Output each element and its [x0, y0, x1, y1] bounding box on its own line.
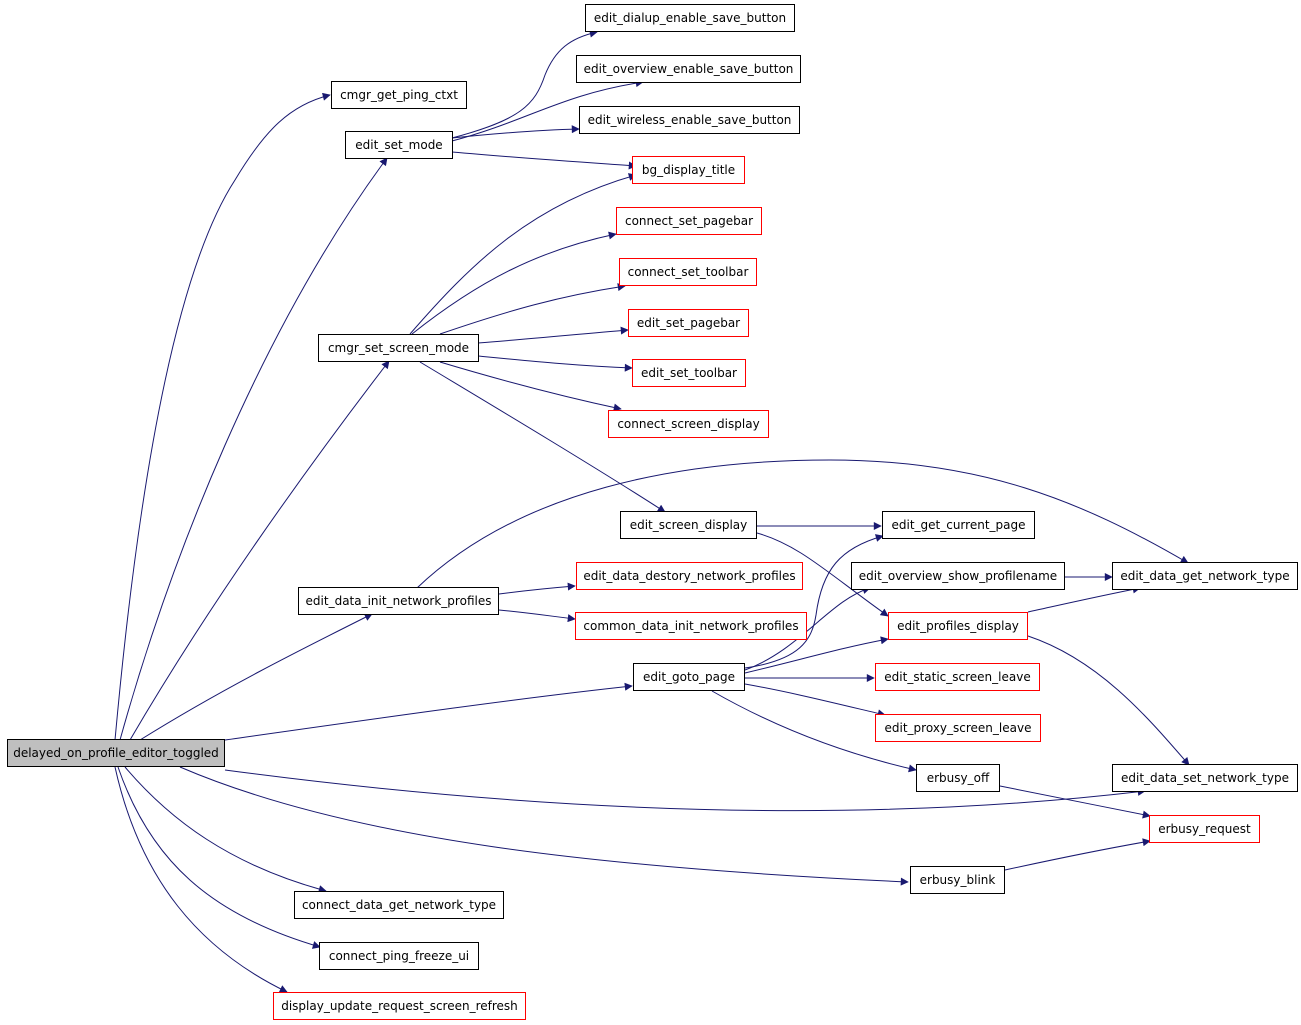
node-connect-data-get-network-type[interactable]: connect_data_get_network_type	[294, 891, 504, 919]
node-erbusy-request[interactable]: erbusy_request	[1149, 815, 1260, 843]
node-edit-screen-display[interactable]: edit_screen_display	[620, 511, 757, 539]
node-edit-goto-page[interactable]: edit_goto_page	[633, 663, 745, 691]
edge-profiles-display-to-get-network-type	[1027, 585, 1141, 613]
node-edit-data-set-network-type[interactable]: edit_data_set_network_type	[1112, 764, 1298, 792]
edge-root-to-edit-data-init	[139, 613, 373, 741]
edge-edit-set-mode-to-bg-display-title	[451, 151, 637, 170]
node-edit-overview-enable-save-button[interactable]: edit_overview_enable_save_button	[576, 55, 801, 83]
edge-profiles-display-to-set-network-type	[1027, 635, 1190, 766]
edge-root-to-edit-set-mode	[119, 157, 388, 741]
edge-erbusy-blink-to-request	[1004, 838, 1151, 871]
edge-screen-mode-to-edit-set-toolbar	[477, 355, 633, 372]
node-edit-set-pagebar[interactable]: edit_set_pagebar	[628, 309, 749, 337]
edge-goto-page-to-erbusy-off	[711, 690, 917, 773]
edge-screen-mode-to-edit-screen-display	[419, 361, 666, 513]
node-edit-set-mode[interactable]: edit_set_mode	[345, 131, 453, 159]
node-connect-set-toolbar[interactable]: connect_set_toolbar	[619, 258, 757, 286]
node-erbusy-off[interactable]: erbusy_off	[916, 764, 1000, 792]
edge-goto-page-to-get-current-page	[744, 534, 884, 669]
edge-root-to-display-update-request	[114, 766, 288, 993]
node-edit-profiles-display[interactable]: edit_profiles_display	[888, 612, 1028, 640]
node-edit-wireless-enable-save-button[interactable]: edit_wireless_enable_save_button	[579, 106, 800, 134]
node-cmgr-get-ping-ctxt[interactable]: cmgr_get_ping_ctxt	[331, 81, 467, 109]
edge-screen-mode-to-connect-screen-display	[439, 361, 622, 412]
node-display-update-request-screen-refresh[interactable]: display_update_request_screen_refresh	[273, 992, 526, 1020]
edge-root-to-connect-data-get-network-type	[124, 766, 327, 893]
edge-goto-page-to-profiles-display	[744, 636, 889, 674]
edge-data-init-to-destory	[498, 582, 576, 595]
node-bg-display-title[interactable]: bg_display_title	[632, 156, 745, 184]
edge-root-to-connect-ping-freeze-ui	[117, 766, 321, 949]
edge-edit-set-mode-to-overview	[451, 79, 644, 142]
node-edit-static-screen-leave[interactable]: edit_static_screen_leave	[875, 663, 1040, 691]
node-edit-data-get-network-type[interactable]: edit_data_get_network_type	[1112, 562, 1298, 590]
node-edit-proxy-screen-leave[interactable]: edit_proxy_screen_leave	[875, 714, 1041, 742]
edge-root-to-erbusy-blink	[179, 766, 909, 886]
edge-edit-set-mode-to-dialup	[451, 29, 598, 139]
node-edit-set-toolbar[interactable]: edit_set_toolbar	[632, 359, 746, 387]
node-common-data-init-network-profiles[interactable]: common_data_init_network_profiles	[575, 612, 807, 640]
node-erbusy-blink[interactable]: erbusy_blink	[910, 866, 1005, 894]
edge-root-to-cmgr-get-ping-ctxt	[114, 92, 331, 741]
edge-screen-mode-to-bg-display-title	[409, 173, 637, 335]
edge-root-to-cmgr-set-screen-mode	[129, 360, 390, 741]
edge-screen-display-to-profiles-display	[756, 532, 889, 617]
edge-screen-mode-to-edit-set-pagebar	[477, 326, 629, 344]
edge-data-init-to-get-network-type	[416, 459, 1189, 589]
edge-root-to-edit-goto-page	[224, 682, 633, 741]
node-cmgr-set-screen-mode[interactable]: cmgr_set_screen_mode	[318, 334, 479, 362]
edge-data-init-to-common-init	[498, 609, 576, 623]
node-connect-set-pagebar[interactable]: connect_set_pagebar	[616, 207, 762, 235]
node-edit-overview-show-profilename[interactable]: edit_overview_show_profilename	[851, 562, 1065, 590]
node-edit-get-current-page[interactable]: edit_get_current_page	[882, 511, 1035, 539]
node-edit-data-init-network-profiles[interactable]: edit_data_init_network_profiles	[298, 587, 499, 615]
edge-root-to-edit-data-set-network-type	[224, 769, 1146, 812]
node-delayed-on-profile-editor-toggled: delayed_on_profile_editor_toggled	[7, 739, 225, 767]
edge-screen-mode-to-connect-set-pagebar	[411, 231, 617, 335]
edge-erbusy-off-to-request	[999, 785, 1151, 819]
node-connect-ping-freeze-ui[interactable]: connect_ping_freeze_ui	[319, 942, 479, 970]
edge-goto-page-to-proxy-screen-leave	[744, 683, 886, 718]
edge-goto-page-to-show-profilename	[744, 586, 871, 671]
node-connect-screen-display[interactable]: connect_screen_display	[608, 410, 769, 438]
node-edit-dialup-enable-save-button[interactable]: edit_dialup_enable_save_button	[585, 4, 795, 32]
edge-screen-mode-to-connect-set-toolbar	[439, 283, 626, 335]
node-edit-data-destory-network-profiles[interactable]: edit_data_destory_network_profiles	[576, 562, 803, 590]
edge-edit-set-mode-to-wireless	[451, 125, 580, 139]
